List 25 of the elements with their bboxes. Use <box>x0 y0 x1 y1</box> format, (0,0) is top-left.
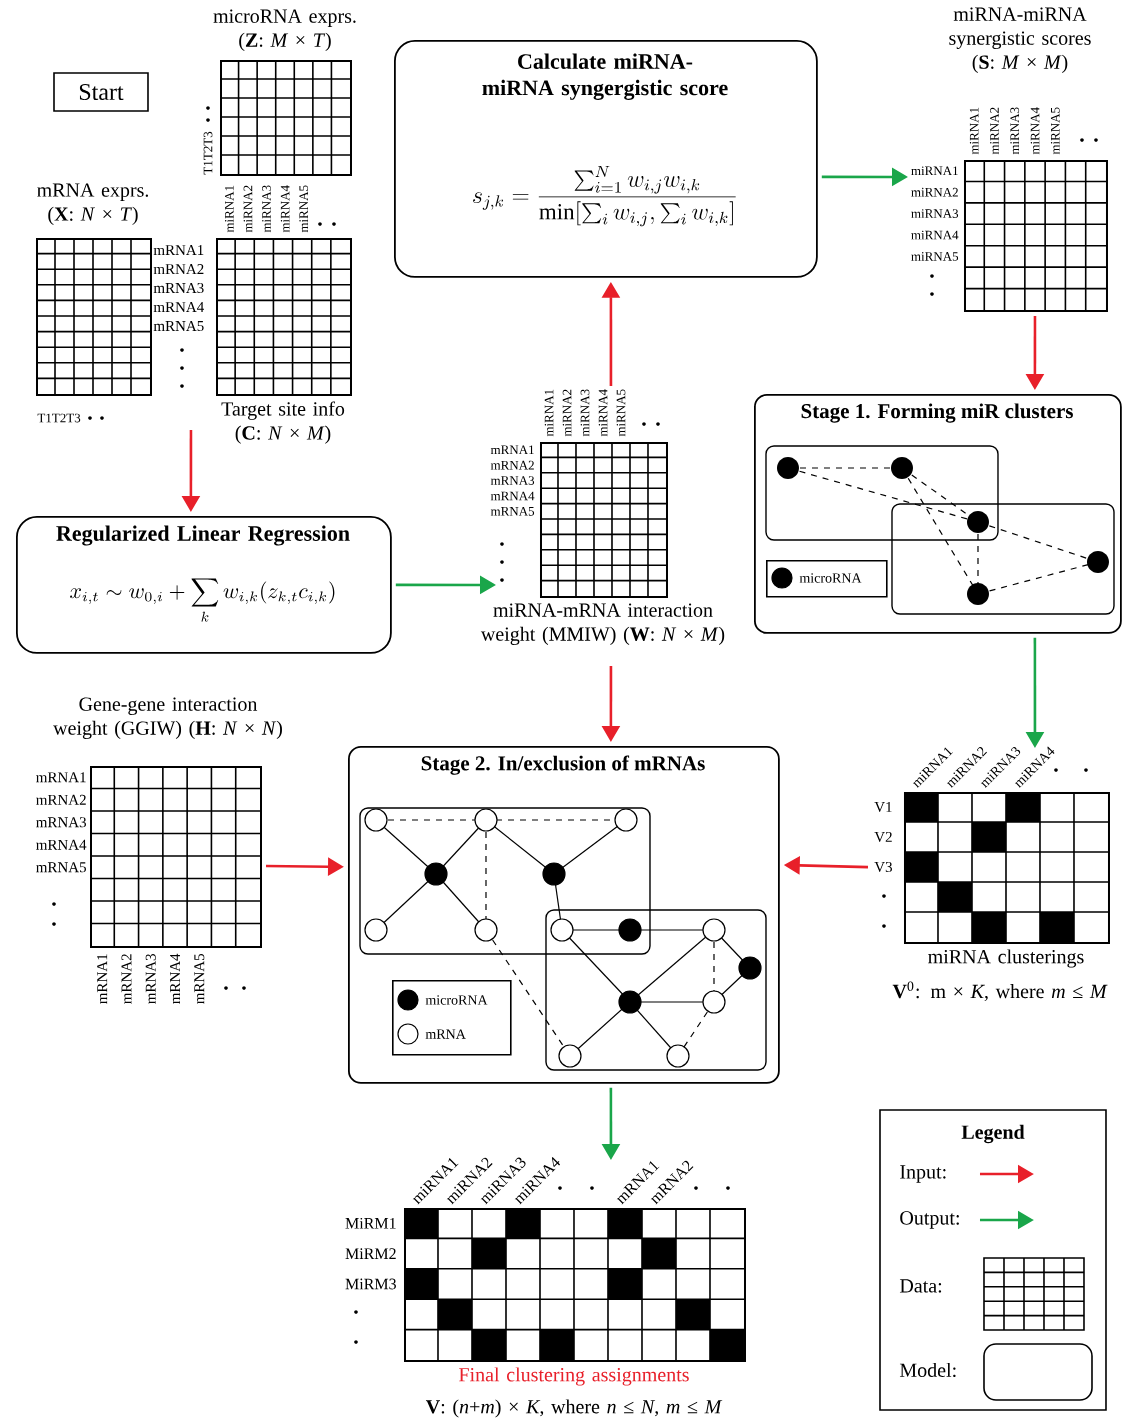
matrix-title: Target site info (C: N × M) <box>221 401 345 444</box>
matrix-title: V$^{0}$: m × K, where m ≤ M <box>892 981 1108 1002</box>
legend-label: Input: <box>900 1165 946 1183</box>
legend-label: Data: <box>899 1279 942 1293</box>
legend-label: Model: <box>899 1362 956 1378</box>
matrix-title: V: (n+m) × K, where n ≤ N, m ≤ M <box>425 1399 723 1418</box>
panel-title: Stage 2. In/exclusion of mRNAs <box>421 755 705 775</box>
matrix-title: microRNA exprs. (Z: M × T) <box>213 9 356 51</box>
legend-label: Output: <box>900 1211 959 1229</box>
box-title: Calculate miRNA-miRNA syngergistic score <box>482 53 728 100</box>
matrix-title: miRNA-miRNA synergistic scores (S: M × M) <box>949 7 1091 73</box>
row-label: MiRM3 <box>345 1278 396 1290</box>
row-label: MiRM1 <box>345 1217 396 1229</box>
panel-title: Stage 1. Forming miR clusters <box>801 403 1073 423</box>
formula: $x_{i,t} \sim w_{0,i} + \sum_{k} w_{i,k}(z_{k,t}c_{i,k})$ <box>70 578 335 622</box>
matrix-title: miRNA-mRNA interaction weight (MMIW) (W: N × M) <box>480 603 725 645</box>
matrix-title: Gene-gene interaction weight (GGIW) (H: N × N) <box>53 697 282 739</box>
matrix-title: mRNA exprs. (X: N × T) <box>37 183 149 225</box>
matrix-title: Final clustering assignments <box>459 1367 689 1386</box>
legend-title: Legend <box>961 1124 1025 1144</box>
row-label: MiRM2 <box>345 1248 396 1259</box>
matrix-title: miRNA clusterings <box>928 949 1084 968</box>
start-box: Start <box>53 72 149 112</box>
formula: $s_{j,k} = \frac{\sum_{i=1}^{N} w_{i,j} w_{i,k}}{\min[\sum_{i} w_{i,j}, \sum_{i} w_{i,k}]}$ <box>473 166 736 227</box>
box-title: Regularized Linear Regression <box>56 525 350 546</box>
